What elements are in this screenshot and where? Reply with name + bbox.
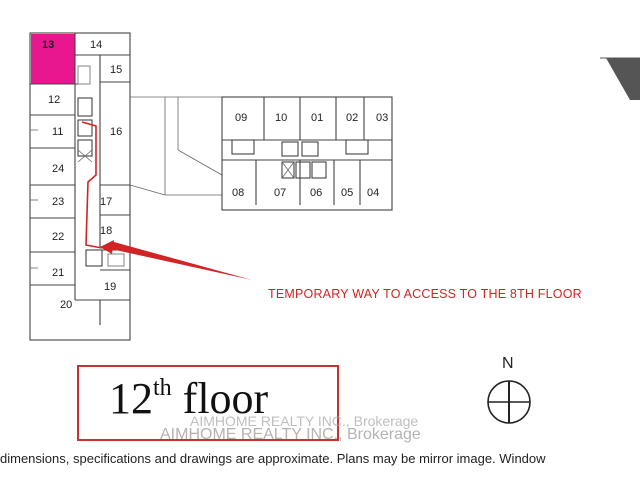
- unit-22: 22: [52, 231, 64, 243]
- unit-15: 15: [110, 64, 122, 76]
- unit-07: 07: [274, 187, 286, 199]
- unit-23: 23: [52, 196, 64, 208]
- unit-13: 13: [42, 39, 54, 51]
- route-pointer: [102, 242, 252, 280]
- unit-06: 06: [310, 187, 322, 199]
- unit-13-highlight: [31, 34, 75, 84]
- unit-04: 04: [367, 187, 379, 199]
- unit-02: 02: [346, 112, 358, 124]
- floor-number: 12: [109, 374, 153, 423]
- unit-17: 17: [100, 196, 112, 208]
- unit-12: 12: [48, 94, 60, 106]
- route-arrowhead: [100, 240, 114, 254]
- floor-word: floor: [182, 374, 269, 423]
- route-note: TEMPORARY WAY TO ACCESS TO THE 8TH FLOOR: [268, 287, 582, 301]
- unit-09: 09: [235, 112, 247, 124]
- floor-title-box: 12th floor: [77, 365, 339, 441]
- unit-21: 21: [52, 267, 64, 279]
- disclaimer-text: dimensions, specifications and drawings …: [0, 451, 546, 466]
- floor-suffix: th: [153, 375, 172, 401]
- unit-24: 24: [52, 163, 64, 175]
- route-line: [81, 121, 103, 249]
- unit-20: 20: [60, 299, 72, 311]
- unit-11: 11: [52, 126, 63, 138]
- unit-labels: 13 14 15 12 11 16 24 23 17 22 18 21 19 2…: [42, 39, 388, 311]
- corner-building-sketch: [600, 57, 640, 100]
- unit-03: 03: [376, 112, 388, 124]
- unit-19: 19: [104, 281, 116, 293]
- access-route: [81, 121, 252, 280]
- unit-18: 18: [100, 225, 112, 237]
- unit-01: 01: [311, 112, 323, 124]
- floor-title: 12th floor: [109, 373, 268, 424]
- connector: [129, 96, 223, 196]
- unit-16: 16: [110, 126, 122, 138]
- west-tower: [29, 32, 131, 341]
- unit-08: 08: [232, 187, 244, 199]
- compass-north-label: N: [502, 355, 514, 372]
- unit-10: 10: [275, 112, 287, 124]
- unit-14: 14: [90, 39, 102, 51]
- east-tower: [221, 96, 393, 211]
- unit-05: 05: [341, 187, 353, 199]
- compass: [487, 380, 531, 424]
